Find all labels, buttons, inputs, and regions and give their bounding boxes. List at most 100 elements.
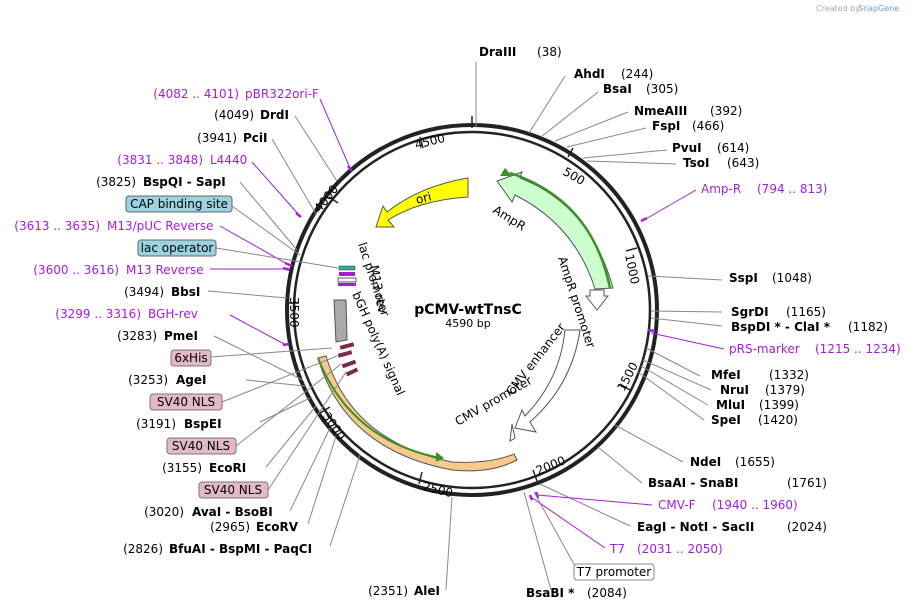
site-name-ecorv: EcoRV [256,520,299,534]
t7-promoter-label: T7 promoter [576,565,652,579]
site-pos-bsaai-snabi: (1761) [787,476,827,490]
tick-1000: 1000 [622,253,642,286]
sv40-nls-box-2 [166,437,237,455]
ampr-orf-line [509,171,612,289]
site-name-ndei: NdeI [690,455,721,469]
bgh-polya-feature [333,299,348,343]
ampr-promoter-feature [584,289,610,311]
site-name-bspqi-sapi: BspQI - SapI [143,175,226,189]
site-name-bsabi: BsaBI * [526,586,575,600]
enzyme-labels-right: DraIII (38) AhdI (244) BsaI (305) NmeAII… [479,45,888,600]
primer-range-cmv-f: (1940 .. 1960) [712,498,798,512]
site-pos-ndei: (1655) [735,455,775,469]
site-name-nrui: NruI [720,383,749,397]
site-name-tsoi: TsoI [683,156,709,170]
ampr-feature [496,171,614,290]
cap-binding-site-label: CAP binding site [130,197,228,211]
tick-3500: 3500 [287,297,301,328]
site-pos-draiii: (38) [537,45,562,59]
his6-label: 6xHis [174,351,207,365]
primer-name-bgh-rev: BGH-rev [148,307,198,321]
site-pos-ahdi: (244) [621,67,653,81]
primer-name-amp-r: Amp-R [701,182,741,196]
site-pos-mlui: (1399) [759,398,799,412]
site-pos-bspqi-sapi: (3825) [96,175,136,189]
site-name-pvui: PvuI [672,141,702,155]
site-name-bspdi-clai: BspDI * - ClaI * [731,320,831,334]
site-pos-mfei: (1332) [769,368,809,382]
plasmid-length: 4590 bp [445,317,490,330]
created-by-text: Created by [816,4,860,13]
his6-box [170,349,212,367]
site-pos-ecori: (3155) [162,461,202,475]
t7-promoter-box [573,563,655,581]
sv40-nls-label-1: SV40 NLS [157,395,215,409]
site-pos-pvui: (614) [717,141,749,155]
site-pos-bspdi-clai: (1182) [848,320,888,334]
primer-name-cmv-f: CMV-F [658,498,696,512]
tick-3000: 3000 [320,410,349,443]
site-name-bspei: BspEI [184,417,222,431]
ori-label: ori [414,189,433,207]
site-name-alei: AleI [414,584,440,598]
primer-labels: Amp-R (794 .. 813) pRS-marker (1215 .. 1… [14,87,900,556]
site-name-spei: SpeI [711,413,741,427]
site-name-eagi-noti-sacii: EagI - NotI - SacII [637,520,754,534]
site-name-mfei: MfeI [711,368,741,382]
site-pos-drdi: (4049) [214,108,254,122]
cds-orf-arrowhead [436,452,444,462]
primer-name-m13-puc-reverse: M13/pUC Reverse [107,219,214,233]
cmv-promoter-feature [509,423,516,442]
site-pos-nrui: (1379) [765,383,805,397]
sv40-nls-label-3: SV40 NLS [204,483,262,497]
site-name-bfuai: BfuAI - BspMI - PaqCI [169,542,312,556]
tick-2000: 2000 [534,453,568,477]
primer-range-m13-reverse: (3600 .. 3616) [33,263,119,277]
primer-leader-lines [210,98,725,549]
primer-range-m13-puc-reverse: (3613 .. 3635) [14,219,100,233]
ori-feature [375,177,469,228]
boxed-labels: T7 promoter CAP binding site lac operato… [125,195,655,581]
site-pos-bspei: (3191) [136,417,176,431]
box-leader-lines [210,205,576,567]
ampr-label: AmpR [490,203,528,234]
cmv-enhancer-feature [514,329,581,433]
site-pos-pcii: (3941) [197,131,237,145]
enzyme-labels-left: (2351) AleI (2826) BfuAI - BspMI - PaqCI… [96,108,440,598]
small-features-cluster [337,265,359,377]
site-pos-pmei: (3283) [117,329,157,343]
site-pos-alei: (2351) [368,584,408,598]
site-name-draiii: DraIII [479,45,516,59]
cds-orf-line [317,357,441,459]
site-pos-avai: (3020) [144,505,184,519]
sv40-nls-label-2: SV40 NLS [172,439,230,453]
site-name-fspi: FspI [652,119,680,133]
site-name-ahdi: AhdI [574,67,605,81]
primer-range-pbr322ori-f: (4082 .. 4101) [153,87,239,101]
site-name-bbsi: BbsI [171,285,200,299]
primer-name-prs-marker: pRS-marker [729,342,800,356]
primer-name-m13-reverse: M13 Reverse [126,263,204,277]
ampr-orf-arrowhead [500,168,512,176]
site-name-sgrdi: SgrDI [731,305,769,319]
sv40-nls-box-1 [149,393,223,411]
snapgene-logo-text: SnapGene [858,4,899,13]
site-pos-bsabi: (2084) [587,586,627,600]
primer-range-t7: (2031 .. 2050) [637,542,723,556]
site-pos-ecorv: (2965) [210,520,250,534]
tick-2500: 2500 [421,479,454,500]
site-pos-nmeaiii: (392) [710,104,742,118]
site-pos-fspi: (466) [692,119,724,133]
lac-operator-label: lac operator [141,241,214,255]
site-pos-bfuai: (2826) [123,542,163,556]
lac-operator-box [137,239,217,257]
primer-range-bgh-rev: (3299 .. 3316) [55,307,141,321]
cap-binding-site-box [125,195,233,213]
backbone-inner [292,130,652,490]
site-pos-bbsi: (3494) [124,285,164,299]
enzyme-leader-lines [207,62,723,591]
site-pos-sspi: (1048) [772,271,812,285]
primer-range-amp-r: (794 .. 813) [757,182,827,196]
site-name-nmeaiii: NmeAIII [634,104,687,118]
